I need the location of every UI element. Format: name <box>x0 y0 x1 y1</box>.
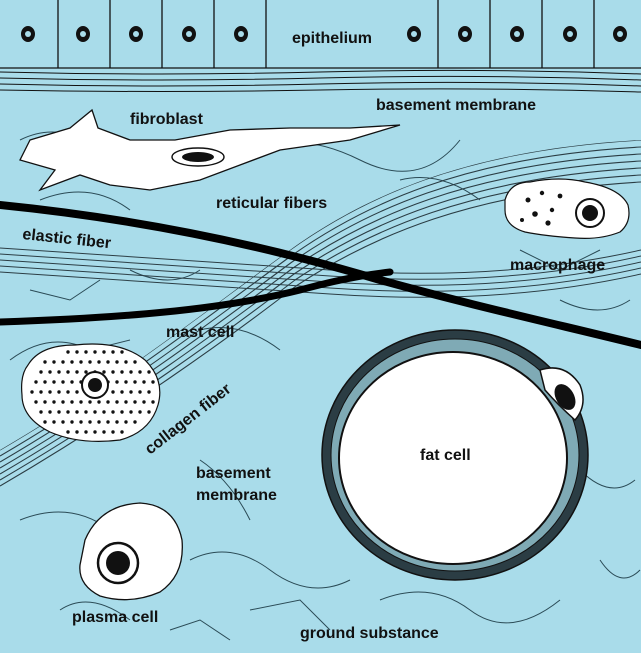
label-plasma-cell: plasma cell <box>72 609 158 626</box>
mast-cell <box>22 344 160 441</box>
label-basement-membrane-top: basement membrane <box>376 97 536 114</box>
label-basement-membrane-lower-1: basement <box>196 465 271 482</box>
label-epithelium: epithelium <box>292 30 372 47</box>
label-macrophage: macrophage <box>510 257 605 274</box>
label-reticular-fibers: reticular fibers <box>216 195 327 212</box>
label-fat-cell: fat cell <box>420 447 471 464</box>
label-mast-cell: mast cell <box>166 324 234 341</box>
label-basement-membrane-lower-2: membrane <box>196 487 277 504</box>
label-fibroblast: fibroblast <box>130 111 204 128</box>
label-ground-substance: ground substance <box>300 625 439 642</box>
